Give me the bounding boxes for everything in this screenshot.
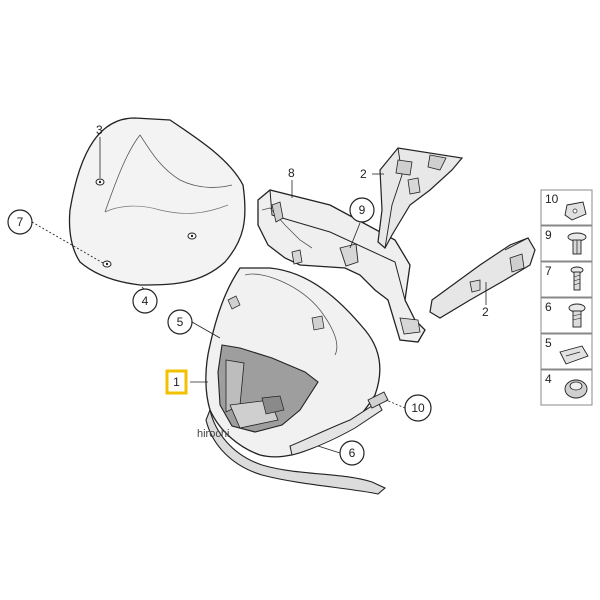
callout-7[interactable]: 7 <box>7 209 33 235</box>
callout-9-label: 9 <box>359 203 366 217</box>
upper-bracket-part[interactable] <box>377 147 464 249</box>
legend-number: 10 <box>545 192 559 206</box>
callout-3-label: 3 <box>96 123 103 137</box>
callout-10-label: 10 <box>411 401 425 415</box>
expanding-rivet-icon <box>567 232 587 255</box>
flange-screw-icon <box>568 303 586 328</box>
callout-4-label: 4 <box>142 294 149 308</box>
clip-nut-icon <box>564 201 587 221</box>
legend-row-7[interactable]: 7 <box>540 261 593 298</box>
legend-row-6[interactable]: 6 <box>540 297 593 334</box>
lower-bracket-part[interactable] <box>429 237 536 319</box>
leader-lines <box>31 137 487 454</box>
legend-row-10[interactable]: 10 <box>540 189 593 226</box>
legend-row-9[interactable]: 9 <box>540 225 593 262</box>
callout-10[interactable]: 10 <box>404 394 432 422</box>
legend-number: 6 <box>545 300 552 314</box>
legend-row-4[interactable]: 4 <box>540 369 593 406</box>
windshield-part[interactable] <box>68 117 246 286</box>
legend-number: 9 <box>545 228 552 242</box>
screw-icon <box>570 266 584 291</box>
callout-8-label: 8 <box>288 166 295 180</box>
rubber-grommet-icon <box>564 379 588 399</box>
callout-1-label: 1 <box>173 375 180 389</box>
callout-2b-label: 2 <box>482 305 489 319</box>
spring-clip-icon <box>559 345 589 365</box>
holder-frame-part[interactable] <box>257 189 426 343</box>
hardware-legend: 10 9 7 <box>540 189 593 406</box>
watermark-text: hirochi <box>197 428 229 440</box>
callout-1-highlight[interactable]: 1 <box>165 369 188 395</box>
callout-2a-label: 2 <box>360 167 367 181</box>
legend-number: 4 <box>545 372 552 386</box>
callout-6[interactable]: 6 <box>339 440 365 466</box>
clip-part[interactable] <box>367 391 389 409</box>
callout-9[interactable]: 9 <box>349 197 375 223</box>
legend-number: 7 <box>545 264 552 278</box>
legend-number: 5 <box>545 336 552 350</box>
callout-4[interactable]: 4 <box>132 288 158 314</box>
callout-6-label: 6 <box>349 446 356 460</box>
front-fairing-part[interactable] <box>205 267 387 495</box>
legend-row-5[interactable]: 5 <box>540 333 593 370</box>
callout-5[interactable]: 5 <box>167 309 193 335</box>
callout-7-label: 7 <box>17 215 24 229</box>
callout-5-label: 5 <box>177 315 184 329</box>
